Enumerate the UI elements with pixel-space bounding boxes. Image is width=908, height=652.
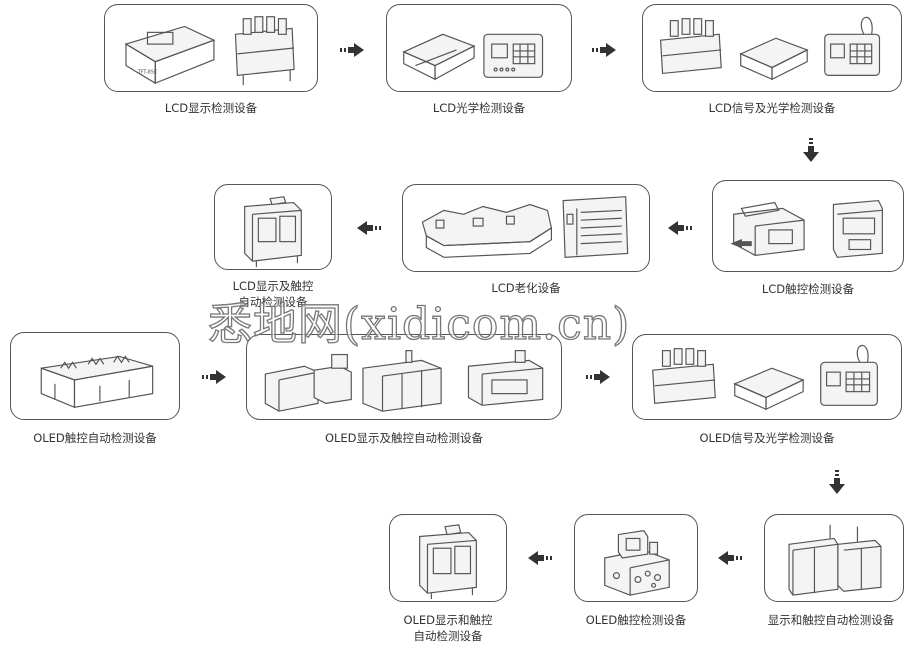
label-lcd-touch: LCD触控检测设备: [761, 282, 855, 296]
lcd-signal-optical-equipment-illustration: [659, 16, 881, 81]
arrow-right-icon: [586, 370, 610, 384]
lcd-display-equipment-illustration: TFT-8SC: [124, 16, 295, 86]
oled-touch-auto-equipment-illustration: [40, 355, 154, 409]
oled-display-touch-auto-equipment-illustration: [264, 350, 544, 412]
arrow-left-icon: [357, 221, 381, 235]
card-oled-touch: [574, 514, 698, 602]
card-oled-display-touch: [389, 514, 507, 602]
arrow-left-icon: [718, 551, 742, 565]
label-lcd-display-touch-line1: LCD显示及触控: [232, 279, 314, 293]
arrow-right-icon: [592, 43, 616, 57]
card-lcd-touch: [712, 180, 904, 272]
oled-display-touch-equipment-illustration: [419, 524, 477, 600]
card-lcd-optical: [386, 4, 572, 92]
label-oled-signal-optical: OLED信号及光学检测设备: [699, 431, 835, 445]
oled-touch-equipment-illustration: [604, 529, 670, 596]
arrow-right-icon: [202, 370, 226, 384]
lcd-aging-equipment-illustration: [421, 196, 629, 258]
watermark-text: 悉地网(xidicom.cn): [207, 298, 631, 350]
label-display-touch-auto: 显示和触控自动检测设备: [767, 613, 895, 627]
label-lcd-display: LCD显示检测设备: [164, 101, 258, 115]
lcd-optical-equipment-illustration: [402, 33, 544, 81]
label-oled-display-touch-line1: OLED显示和触控: [403, 613, 493, 627]
card-lcd-aging: [402, 184, 650, 272]
label-lcd-display-touch-line2: 自动检测设备: [238, 295, 308, 309]
label-lcd-aging: LCD老化设备: [491, 281, 561, 295]
card-lcd-display-touch: [214, 184, 332, 270]
label-lcd-optical: LCD光学检测设备: [432, 101, 526, 115]
arrow-left-icon: [528, 551, 552, 565]
lcd-display-touch-equipment-illustration: [244, 196, 302, 268]
lcd-touch-equipment-illustration: [730, 199, 883, 258]
arrow-down-icon: [803, 138, 819, 162]
card-display-touch-auto: [764, 514, 904, 602]
label-oled-touch-auto: OLED触控自动检测设备: [33, 431, 157, 445]
arrow-down-icon: [829, 470, 845, 494]
label-oled-touch: OLED触控检测设备: [585, 613, 687, 627]
card-oled-touch-auto: [10, 332, 180, 420]
svg-text:TFT-8SC: TFT-8SC: [137, 69, 158, 75]
label-oled-display-touch-auto: OLED显示及触控自动检测设备: [324, 431, 484, 445]
label-lcd-signal-optical: LCD信号及光学检测设备: [708, 101, 836, 115]
display-touch-auto-equipment-illustration: [788, 524, 882, 596]
arrow-left-icon: [668, 221, 692, 235]
label-oled-display-touch-line2: 自动检测设备: [413, 629, 483, 643]
card-oled-signal-optical: [632, 334, 902, 420]
card-lcd-display: TFT-8SC: [104, 4, 318, 92]
arrow-right-icon: [340, 43, 364, 57]
card-oled-display-touch-auto: [246, 334, 562, 420]
oled-signal-optical-equipment-illustration: [652, 344, 878, 411]
card-lcd-signal-optical: [642, 4, 902, 92]
